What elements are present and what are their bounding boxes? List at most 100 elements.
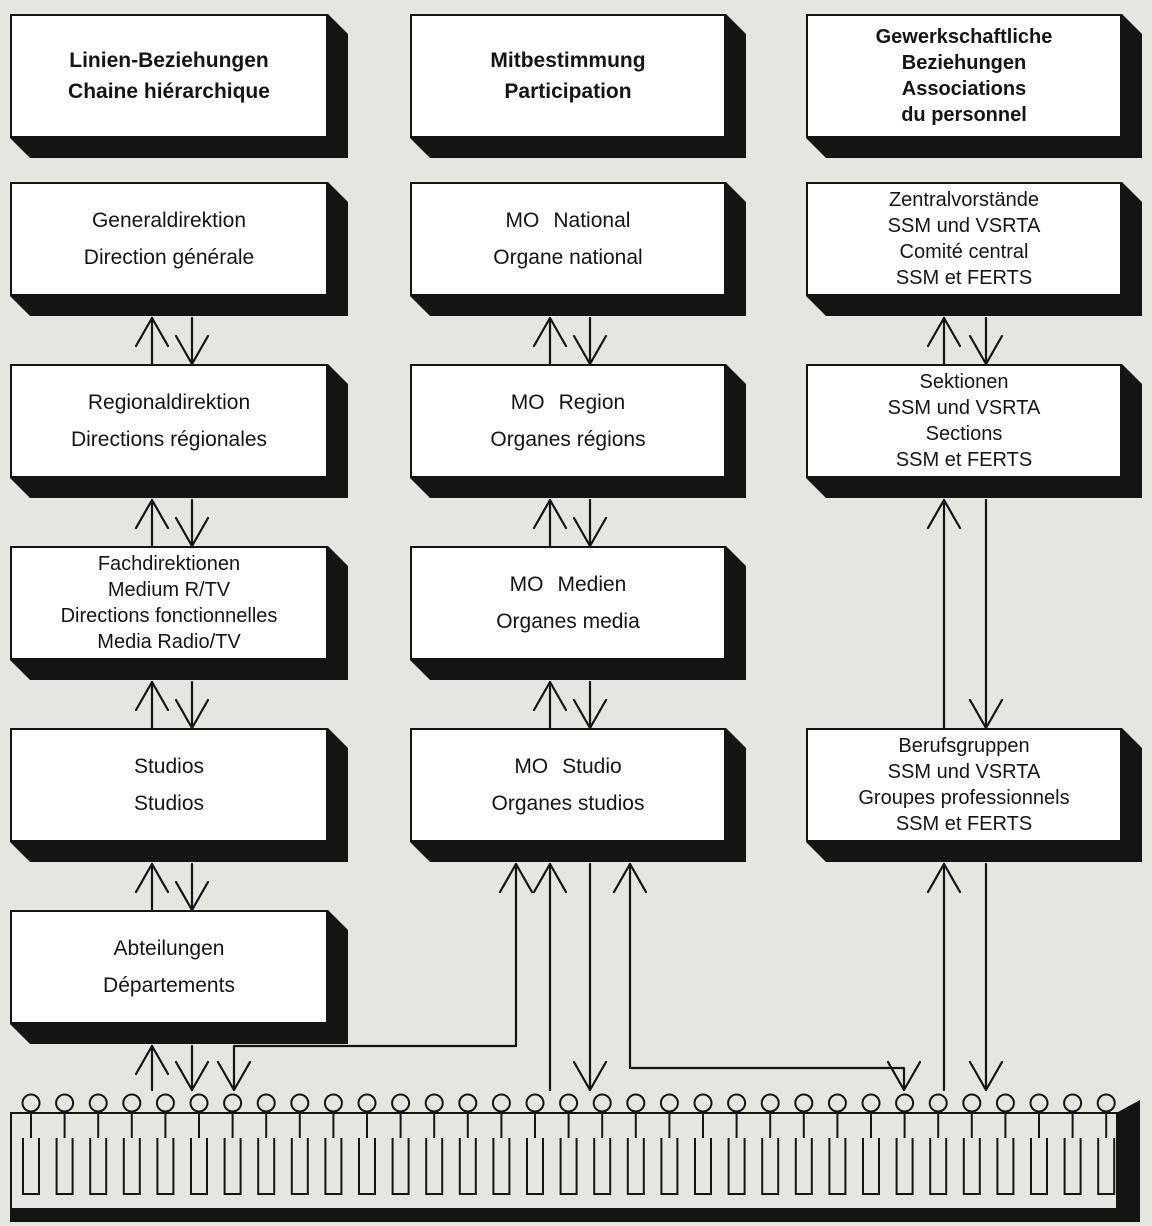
staff-head-22: [727, 1093, 747, 1113]
node-departments-de: Abteilungen: [113, 937, 225, 960]
node-region-fr: Organes régions: [490, 428, 646, 451]
node-central-de-2: SSM und VSRTA: [887, 215, 1041, 237]
arrow-up-head-7: [134, 862, 170, 894]
staff-head-16: [525, 1093, 545, 1113]
connector-arrows: [134, 316, 1004, 1092]
node-departments: Abteilungen Départements: [10, 910, 328, 1024]
node-regional-directorate: Regionaldirektion Directions régionales: [10, 364, 328, 478]
node-functional-fr-2: Media Radio/TV: [97, 631, 241, 653]
node-professional-de-2: SSM und VSRTA: [887, 761, 1041, 783]
staff-body-29: [962, 1138, 981, 1195]
staff-body-22: [727, 1138, 746, 1195]
route-studio-to-staff: [232, 1044, 518, 1092]
arrow-up-head-11: [532, 316, 568, 348]
node-studio-mo: MO: [514, 755, 549, 778]
staff-body-18: [593, 1138, 612, 1195]
staff-frame: [10, 1112, 1118, 1210]
arrow-down-head-25: [572, 1060, 608, 1092]
staff-body-16: [526, 1138, 544, 1195]
staff-body-25: [828, 1138, 847, 1195]
staff-body-12: [391, 1138, 410, 1195]
arrow-down-head-22: [968, 1060, 1004, 1092]
node-studios-fr: Studios: [133, 792, 205, 815]
staff-head-1: [21, 1093, 41, 1113]
staff-head-27: [895, 1093, 915, 1113]
node-national-fr: Organe national: [493, 246, 643, 269]
header-codetermination-de: Mitbestimmung: [490, 49, 646, 72]
route-studio-to-union-staff-head: [886, 1060, 922, 1092]
node-general-fr: Direction générale: [83, 246, 255, 269]
staff-head-9: [290, 1093, 310, 1113]
staff-head-26: [861, 1093, 881, 1113]
node-professional-de-1: Berufsgruppen: [898, 735, 1030, 757]
arrow-up-head-5: [134, 680, 170, 712]
box-shadow-10: [410, 364, 746, 498]
node-general-de: Generaldirektion: [91, 209, 247, 232]
node-national-line1: MO National: [506, 202, 631, 239]
header-unions-de-1: Gewerkschaftliche: [875, 26, 1053, 48]
node-functional-de-1: Fachdirektionen: [97, 553, 241, 575]
arrow-up-head-1: [134, 316, 170, 348]
staff-body-2: [55, 1138, 74, 1195]
staff-body-20: [660, 1138, 679, 1195]
node-functional-de-2: Medium R/TV: [107, 579, 231, 601]
node-professional-groups: Berufsgruppen SSM und VSRTA Groupes prof…: [806, 728, 1122, 842]
staff-head-7: [223, 1093, 243, 1113]
staff-body-14: [458, 1138, 477, 1195]
node-central-boards: Zentralvorstände SSM und VSRTA Comité ce…: [806, 182, 1122, 296]
header-codetermination-fr: Participation: [504, 80, 632, 103]
arrow-up-head-13: [532, 498, 568, 530]
arrow-down-head-10: [174, 1060, 210, 1092]
header-line-de: Linien-Beziehungen: [69, 49, 269, 72]
node-sections-fr-1: Sections: [925, 423, 1003, 445]
staff-head-33: [1096, 1093, 1116, 1113]
staff-head-31: [1029, 1093, 1049, 1113]
staff-head-28: [928, 1093, 948, 1113]
staff-body-26: [862, 1138, 880, 1195]
box-shadow-11: [410, 546, 746, 680]
route-studio-to-union-staff: [628, 1066, 906, 1092]
node-sections-de-1: Sektionen: [919, 371, 1009, 393]
staff-head-23: [760, 1093, 780, 1113]
route-studio-to-staff-head: [216, 1060, 252, 1092]
node-functional-fr-1: Directions fonctionnelles: [60, 605, 278, 627]
staff-row: [21, 1093, 1116, 1195]
node-central-fr-2: SSM et FERTS: [895, 267, 1033, 289]
box-shadow-6: [10, 546, 348, 680]
header-line-fr: Chaine hiérarchique: [68, 80, 270, 103]
arrow-up-head-26: [612, 862, 648, 894]
node-national-mo: MO: [505, 209, 540, 232]
staff-body-28: [929, 1138, 948, 1195]
node-regional-de: Regionaldirektion: [87, 391, 251, 414]
node-professional-fr-2: SSM et FERTS: [895, 813, 1033, 835]
node-studios-de: Studios: [133, 755, 205, 778]
staff-head-15: [491, 1093, 511, 1113]
node-regional-fr: Directions régionales: [70, 428, 268, 451]
staff-head-30: [995, 1093, 1015, 1113]
staff-head-11: [357, 1093, 377, 1113]
staff-body-13: [425, 1138, 444, 1195]
node-central-fr-1: Comité central: [899, 241, 1029, 263]
staff-body-17: [559, 1138, 578, 1195]
node-national-de: National: [553, 209, 631, 232]
staff-body-19: [626, 1138, 645, 1195]
staff-body-31: [1030, 1138, 1048, 1195]
node-professional-fr-1: Groupes professionnels: [858, 787, 1070, 809]
header-codetermination: Mitbestimmung Participation: [410, 14, 726, 138]
arrow-up-head-9: [134, 1044, 170, 1076]
box-shadow-13: [806, 182, 1142, 316]
node-general-directorate: Generaldirektion Direction générale: [10, 182, 328, 296]
staff-head-12: [391, 1093, 411, 1113]
staff-body-30: [996, 1138, 1015, 1195]
staff-body-8: [257, 1138, 276, 1195]
staff-head-29: [962, 1093, 982, 1113]
staff-head-3: [88, 1093, 108, 1113]
staff-head-10: [323, 1093, 343, 1113]
staff-body-11: [358, 1138, 376, 1195]
header-unions-de-2: Beziehungen: [901, 52, 1027, 74]
